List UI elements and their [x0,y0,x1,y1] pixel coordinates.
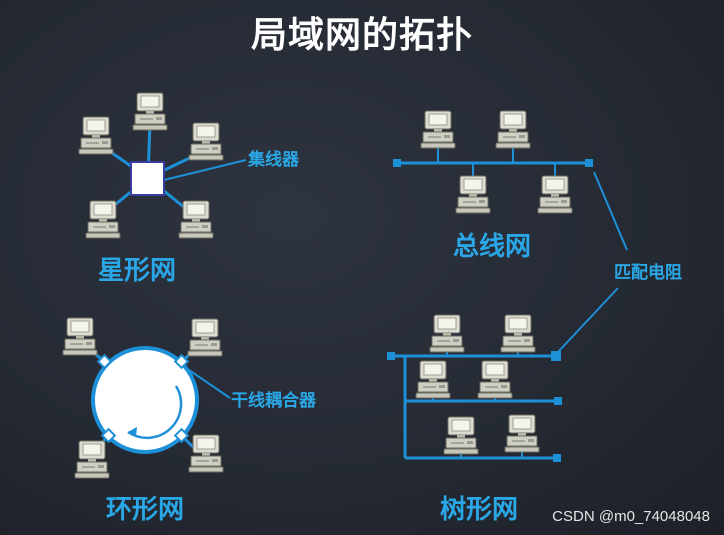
ring-network [62,317,231,479]
bus-network [393,110,628,353]
hub-callout-line [163,159,247,181]
page-title: 局域网的拓扑 [250,15,473,56]
tree-network [387,314,562,462]
terminator-callout-line [557,287,619,353]
computer-icon [500,314,536,353]
computer-icon [477,360,513,399]
terminator-resistor [554,397,562,405]
terminator-resistor [551,351,561,361]
terminator-resistor [393,159,401,167]
terminator-resistor [585,159,593,167]
computer-icon [455,175,491,214]
star-network [78,92,247,239]
watermark: CSDN @m0_74048048 [552,508,710,525]
computer-icon [132,92,168,131]
trunk-couplers [96,353,190,444]
terminator-resistor [553,454,561,462]
hub-label: 集线器 [248,150,299,170]
terminator-callout-line [593,171,628,251]
terminator-label: 匹配电阻 [614,263,682,283]
computer-icon [62,317,98,356]
tree-lines [391,354,558,460]
terminator-resistor [387,352,395,360]
hub-box [130,161,165,196]
computer-icon [78,116,114,155]
coupler-label: 干线耦合器 [231,391,316,411]
ring-circle [91,346,199,454]
computer-icon [443,416,479,455]
tree-network-label: 树形网 [440,495,519,525]
computer-icon [415,360,451,399]
star-network-label: 星形网 [98,256,177,286]
computer-icon [178,200,214,239]
computer-icon [187,318,223,357]
computer-icon [429,314,465,353]
computer-icon [495,110,531,149]
computer-icon [85,200,121,239]
computer-icon [420,110,456,149]
ring-direction-arrow [127,385,183,440]
computer-icon [188,122,224,161]
ring-network-label: 环形网 [106,495,185,525]
coupler-callout-line [185,367,231,399]
computer-icon [74,440,110,479]
ring-direction-arrowhead [128,427,137,437]
computer-icon [537,175,573,214]
bus-network-label: 总线网 [453,232,532,262]
computer-icon [504,414,540,453]
computer-icon [188,434,224,473]
